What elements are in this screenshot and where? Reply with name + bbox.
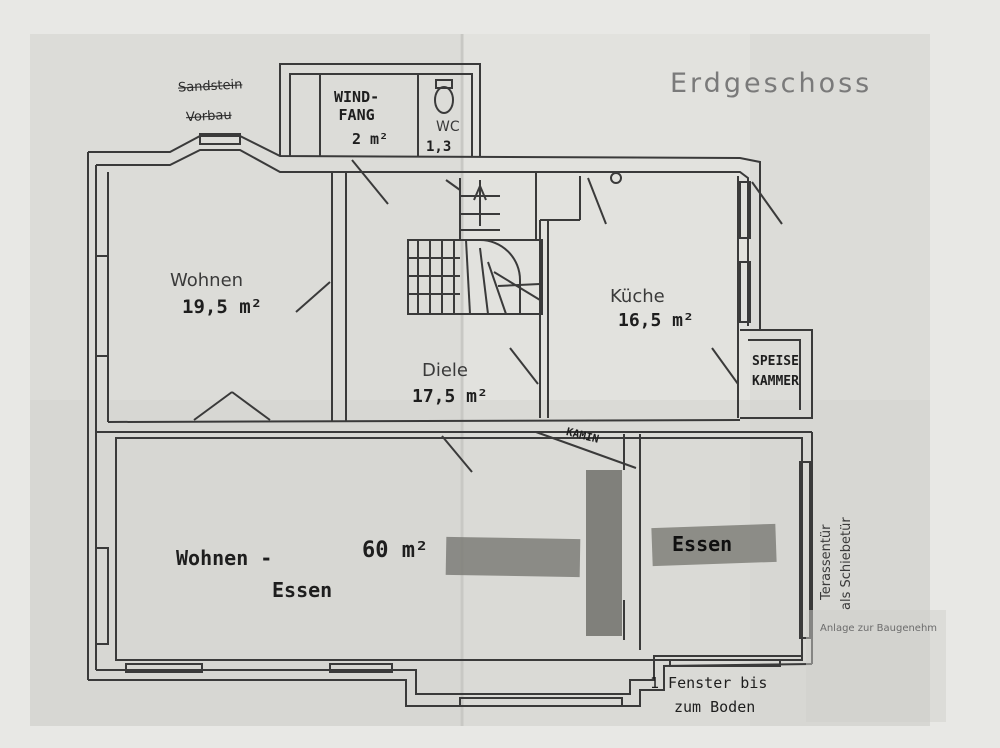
terrassentuer-label: Terassentür [819,524,834,600]
window-note-2: zum Boden [674,698,756,716]
wohnen-area: 19,5 m² [182,296,263,318]
kueche-area: 16,5 m² [618,310,694,331]
kueche-label: Küche [610,286,665,307]
wc-area: 1,3 [426,139,452,155]
plan-title: Erdgeschoss [670,68,873,99]
stamp-text: Anlage zur Baugenehm [820,623,938,634]
chimney-flue-icon [610,172,622,184]
windfang-area: 2 m² [352,130,389,148]
wohnen-label: Wohnen [170,270,244,291]
stamp-area [806,610,946,722]
tape-strip-1 [445,536,581,578]
wohnen-essen-area: 60 m² [362,538,429,563]
wohnen-essen-label-2: Essen [272,578,333,602]
speisekammer-label: SPEISE KAMMER [752,354,799,389]
wc-fixture [434,79,454,114]
wohnen-essen-label-1: Wohnen - [176,546,273,570]
tape-strip-3 [651,523,777,567]
tape-strip-2 [586,470,622,636]
doors [193,159,783,473]
wc-label: WC [436,119,460,135]
walls [87,63,813,707]
struck-label-2: Vorbau [185,107,233,126]
window-note-1: 1 Fenster bis [650,674,768,692]
struck-label-1: Sandstein [177,77,243,96]
windfang-label: WIND- FANG [334,88,380,124]
windows [95,133,811,707]
essen-label: Essen [672,532,733,556]
staircase [407,178,543,315]
schiebetuer-label: als Schiebetür [839,517,854,610]
diele-area: 17,5 m² [412,386,488,407]
diele-label: Diele [422,360,469,381]
